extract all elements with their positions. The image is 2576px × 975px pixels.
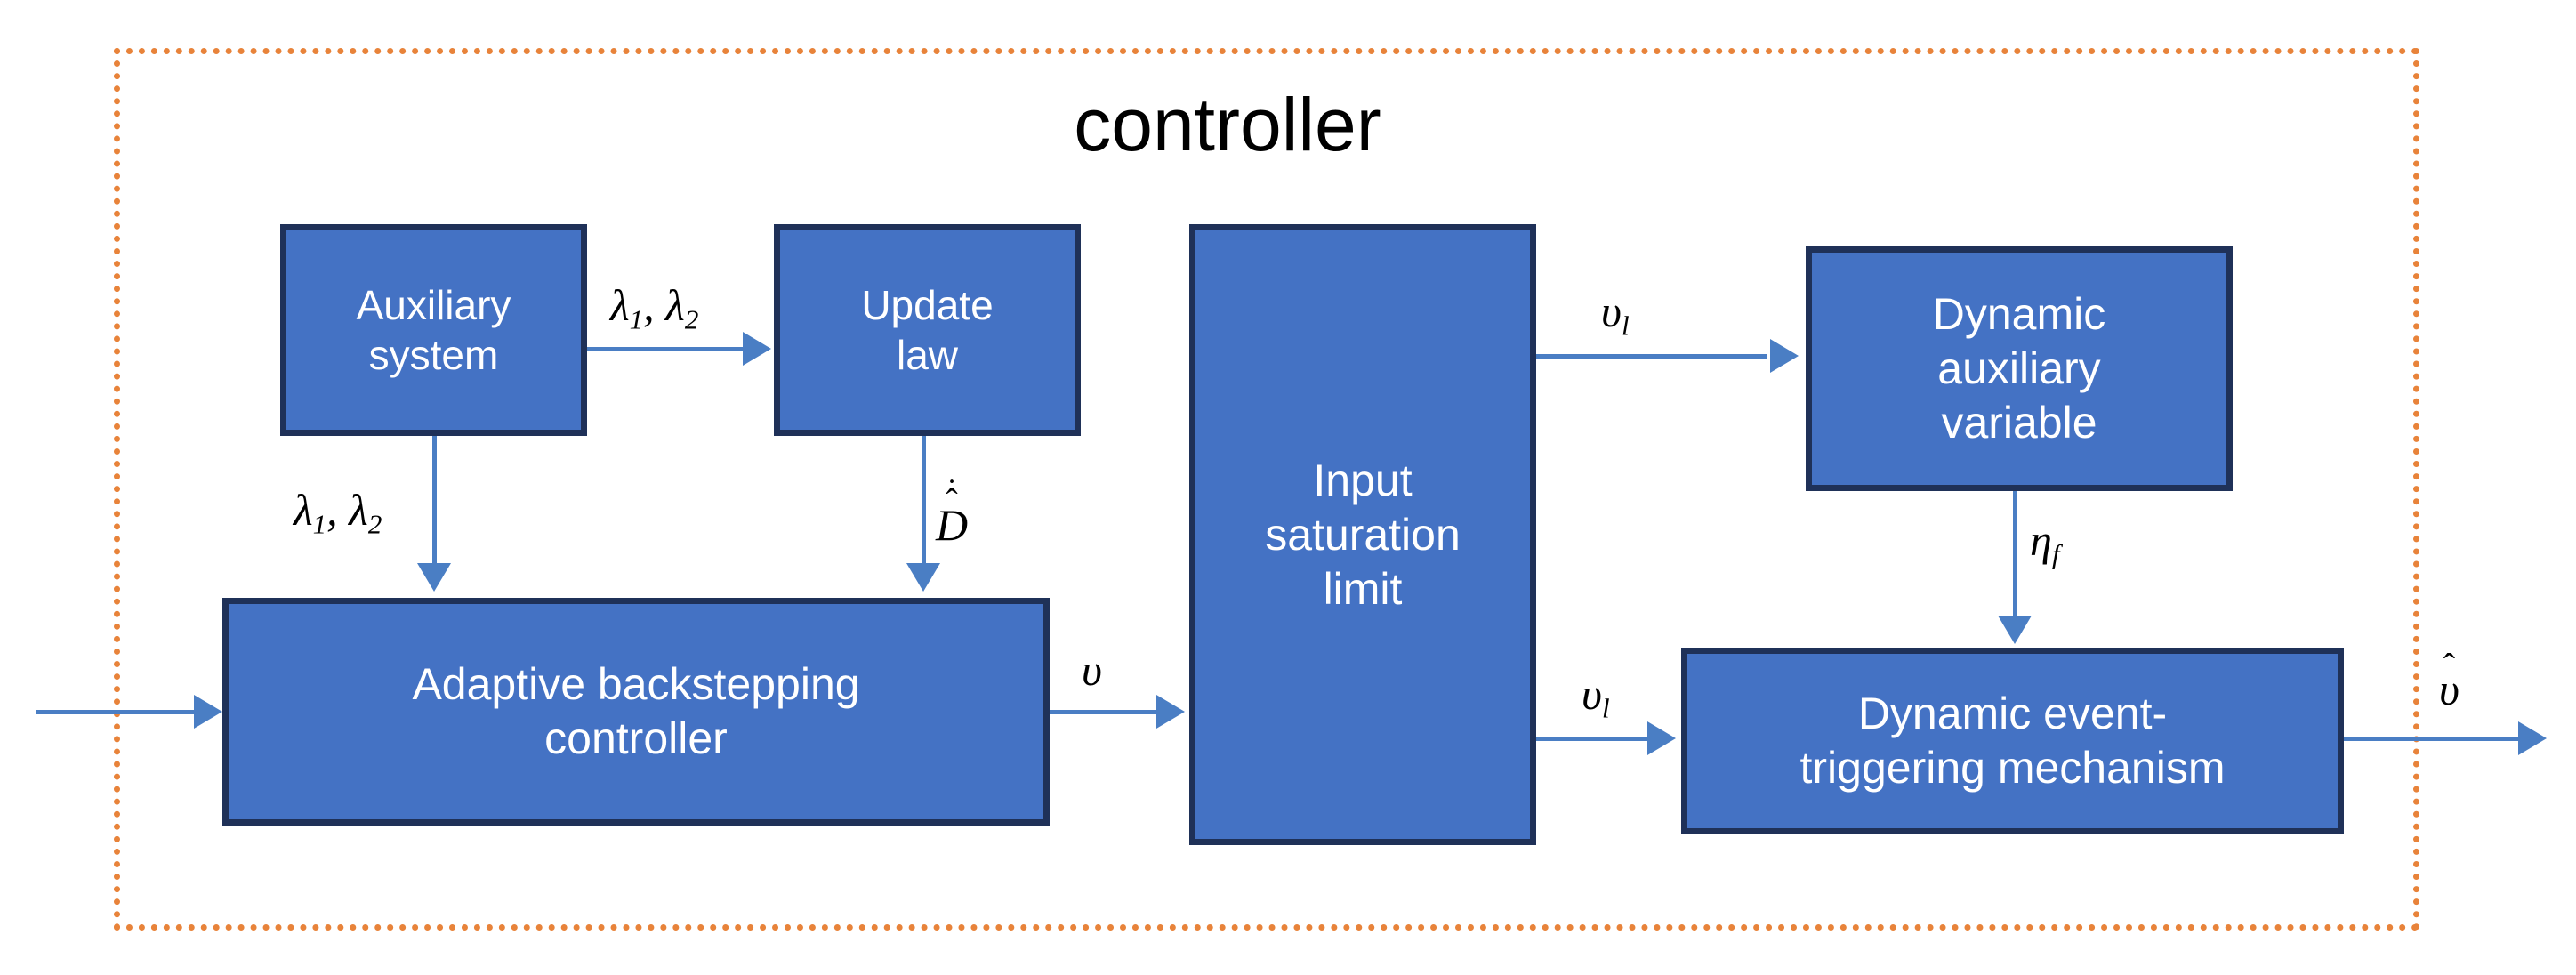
hat-accent: ˆ [946, 481, 958, 522]
block-auxiliary-system-label: Auxiliary system [357, 280, 511, 380]
sat-line3: limit [1323, 563, 1403, 614]
block-dyn-aux-label: Dynamic auxiliary variable [1933, 287, 2105, 450]
arrowhead-dynaux-to-dynevt [1998, 616, 2032, 644]
connector-controller-to-saturation [1050, 710, 1156, 714]
arrowhead-saturation-to-dynaux [1770, 339, 1799, 373]
arrowhead-saturation-to-dynevt [1647, 721, 1676, 755]
upd-line2: law [896, 332, 959, 378]
block-dyn-evt-label: Dynamic event- triggering mechanism [1800, 687, 2226, 795]
connector-dynaux-to-dynevt [2013, 491, 2017, 617]
dynevt-line1: Dynamic event- [1857, 689, 2168, 738]
signal-label-d-hat-dot: ˙ ˆ D [936, 472, 969, 550]
block-update-law[interactable]: Update law [774, 224, 1081, 436]
dynevt-line2: triggering mechanism [1799, 743, 2226, 793]
arrowhead-external-input [194, 695, 222, 729]
connector-aux-to-update [587, 347, 743, 351]
hat-accent-output: ˆ [2443, 646, 2456, 687]
upd-line1: Update [861, 281, 994, 328]
signal-label-lambda-to-controller: λ1, λ2 [294, 485, 382, 540]
block-dynamic-event-triggering-mechanism[interactable]: Dynamic event- triggering mechanism [1681, 648, 2344, 834]
block-adaptive-label: Adaptive backstepping controller [412, 657, 859, 766]
block-dynamic-auxiliary-variable[interactable]: Dynamic auxiliary variable [1806, 246, 2233, 491]
connector-saturation-to-dynaux [1536, 354, 1767, 359]
connector-output [2344, 737, 2520, 741]
signal-label-upsilon-hat: ˆ υ [2439, 646, 2459, 714]
signal-label-upsilon-l-bottom: υl [1582, 669, 1610, 724]
controller-boundary-box [114, 48, 2419, 931]
dynaux-line3: variable [1941, 398, 2097, 447]
block-auxiliary-system[interactable]: Auxiliary system [280, 224, 587, 436]
sat-line2: saturation [1265, 509, 1461, 560]
block-input-saturation-limit[interactable]: Input saturation limit [1189, 224, 1536, 845]
signal-label-lambda-to-update: λ1, λ2 [610, 280, 699, 335]
connector-external-input [36, 710, 196, 714]
adp-line2: controller [544, 713, 728, 763]
arrowhead-output [2518, 721, 2547, 755]
arrowhead-aux-to-controller [417, 563, 451, 592]
adp-line1: Adaptive backstepping [412, 659, 860, 709]
sat-line1: Input [1313, 455, 1413, 505]
aux-line1: Auxiliary [356, 281, 511, 328]
arrowhead-controller-to-saturation [1156, 695, 1185, 729]
block-saturation-label: Input saturation limit [1265, 454, 1461, 616]
dynaux-line1: Dynamic [1932, 289, 2106, 339]
arrowhead-aux-to-update [743, 332, 771, 366]
dot-accent: ˙ [946, 472, 958, 509]
signal-label-upsilon: υ [1082, 645, 1102, 695]
diagram-title: controller [1074, 83, 1381, 166]
aux-line2: system [368, 332, 499, 378]
block-update-law-label: Update law [861, 280, 993, 380]
connector-saturation-to-dynevt [1536, 737, 1647, 741]
dynaux-line2: auxiliary [1937, 343, 2101, 393]
arrowhead-update-to-controller [906, 563, 940, 592]
connector-aux-to-controller [432, 436, 437, 565]
signal-label-eta-f: ηf [2030, 515, 2060, 570]
connector-update-to-controller [922, 436, 926, 565]
signal-label-upsilon-l-top: υl [1601, 286, 1630, 342]
block-adaptive-backstepping-controller[interactable]: Adaptive backstepping controller [222, 598, 1050, 826]
